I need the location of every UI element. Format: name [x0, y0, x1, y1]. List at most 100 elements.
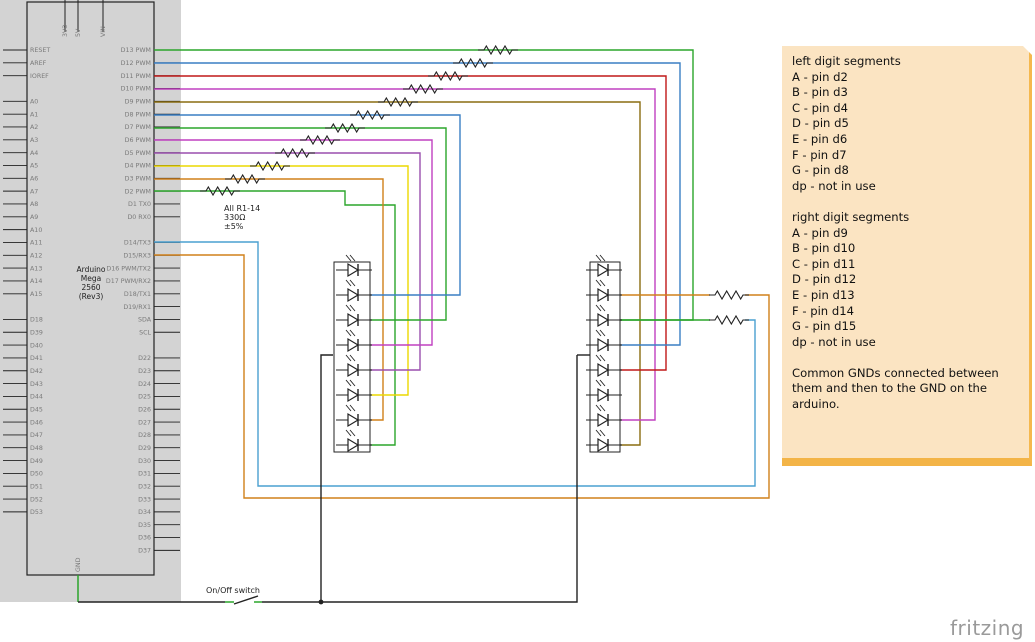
- wire-d7: [154, 127, 447, 321]
- pin-label-3v3: 3V3: [62, 25, 69, 37]
- pin-label-right: D0 RX0: [127, 214, 151, 221]
- note-left-item: A - pin d2: [792, 69, 848, 84]
- led-segment: [336, 404, 372, 428]
- led-segment: [586, 379, 622, 403]
- pin-label-right: D5 PWM: [125, 150, 151, 157]
- pin-label-left: A5: [30, 163, 38, 170]
- led-segment: [336, 304, 372, 328]
- pin-label-left: D45: [30, 406, 43, 413]
- pin-label-right: SDA: [138, 317, 152, 324]
- pin-label-right: D35: [138, 522, 151, 529]
- pin-label-right: D37: [138, 548, 151, 555]
- pin-label-right: D12 PWM: [121, 60, 151, 67]
- pin-label-left: D39: [30, 329, 43, 336]
- wire-d5: [154, 152, 421, 371]
- pin-label-left: A14: [30, 278, 42, 285]
- resistor: [709, 314, 749, 326]
- wire-gnd-left: [320, 354, 333, 602]
- wire-d15: [154, 254, 770, 499]
- right-seven-segment: [586, 254, 622, 453]
- pin-label-left: A15: [30, 291, 42, 298]
- note-left-item: B - pin d3: [792, 85, 848, 100]
- pin-label-left: A10: [30, 227, 42, 234]
- note-right-title: right digit segments: [792, 209, 910, 224]
- fritzing-logo: fritzing: [950, 616, 1025, 640]
- pin-label-left: D46: [30, 419, 43, 426]
- pin-label-left: A4: [30, 150, 38, 157]
- wire-d12: [154, 62, 681, 346]
- pin-label-left: A7: [30, 188, 38, 195]
- pin-label-right: SCL: [139, 329, 151, 336]
- led-segment: [336, 329, 372, 353]
- pin-label-right: D1 TX0: [128, 201, 151, 208]
- wire-d4: [154, 165, 409, 396]
- resistor: [250, 160, 290, 172]
- pin-label-left: A11: [30, 240, 42, 247]
- resistor: [300, 134, 340, 146]
- junction-dot: [318, 599, 324, 605]
- wire-group: [78, 49, 770, 603]
- resistor-label: All R1-14 330Ω ±5%: [224, 204, 260, 231]
- pin-label-right: D16 PWM/TX2: [106, 265, 151, 272]
- pin-label-left: A3: [30, 137, 38, 144]
- pin-label-left: D47: [30, 432, 43, 439]
- pin-label-right: D36: [138, 535, 151, 542]
- note-left-item: dp - not in use: [792, 178, 876, 193]
- pin-label-right: D9 PWM: [125, 99, 151, 106]
- led-segment: [336, 354, 372, 378]
- pin-label-left: IOREF: [30, 73, 49, 80]
- pin-label-right: D32: [138, 483, 151, 490]
- led-segment: [336, 254, 372, 278]
- note-right-item: E - pin d13: [792, 287, 855, 302]
- pin-mapping-note: left digit segments A - pin d2 B - pin d…: [782, 45, 1032, 466]
- resistor: [403, 83, 443, 95]
- resistor: [350, 109, 390, 121]
- pin-label-right: D14/TX3: [124, 240, 151, 247]
- resistor: [275, 147, 315, 159]
- note-left-item: G - pin d8: [792, 163, 849, 178]
- note-right-item: A - pin d9: [792, 225, 848, 240]
- pin-label-right: D27: [138, 419, 151, 426]
- pin-label-right: D30: [138, 458, 151, 465]
- board-name-line: 2560: [81, 283, 100, 292]
- led-segment: [586, 304, 622, 328]
- pin-label-right: D28: [138, 432, 151, 439]
- led-segment: [336, 279, 372, 303]
- note-left-title: left digit segments: [792, 54, 901, 68]
- note-left-item: C - pin d4: [792, 100, 848, 115]
- pin-label-5v: 5V: [75, 28, 82, 37]
- board-name-line: (Rev3): [79, 292, 104, 301]
- note-left-item: E - pin d6: [792, 131, 848, 146]
- board-name-line: Mega: [81, 274, 101, 283]
- resistor: [478, 44, 518, 56]
- resistor-label-line: 330Ω: [224, 213, 245, 222]
- pin-label-left: A13: [30, 265, 42, 272]
- resistor-label-line: ±5%: [224, 222, 244, 231]
- pin-label-left: D44: [30, 394, 43, 401]
- pin-label-right: D6 PWM: [125, 137, 151, 144]
- pin-label-left: A1: [30, 111, 38, 118]
- pin-label-right: D31: [138, 471, 151, 478]
- pin-label-right: D11 PWM: [121, 73, 151, 80]
- pin-label-left: D42: [30, 368, 43, 375]
- pin-label-right: D25: [138, 394, 151, 401]
- resistor: [200, 185, 240, 197]
- pin-label-left: D52: [30, 496, 43, 503]
- pin-label-right: D3 PWM: [125, 176, 151, 183]
- note-right-item: F - pin d14: [792, 303, 854, 318]
- note-footer: Common GNDs connected between them and t…: [792, 365, 999, 412]
- led-segment: [586, 354, 622, 378]
- pin-label-right: D15/RX3: [123, 252, 151, 259]
- pin-label-left: D51: [30, 483, 43, 490]
- pin-label-right: D26: [138, 406, 151, 413]
- pin-label-right: D18/TX1: [124, 291, 151, 298]
- pin-label-right: D10 PWM: [121, 86, 151, 93]
- pin-label-right: D8 PWM: [125, 111, 151, 118]
- pin-label-gnd: GND: [75, 557, 82, 572]
- wire-d8: [154, 114, 461, 296]
- led-segment: [336, 429, 372, 453]
- on-off-switch[interactable]: On/Off switch: [206, 586, 324, 605]
- pin-label-left: D40: [30, 342, 43, 349]
